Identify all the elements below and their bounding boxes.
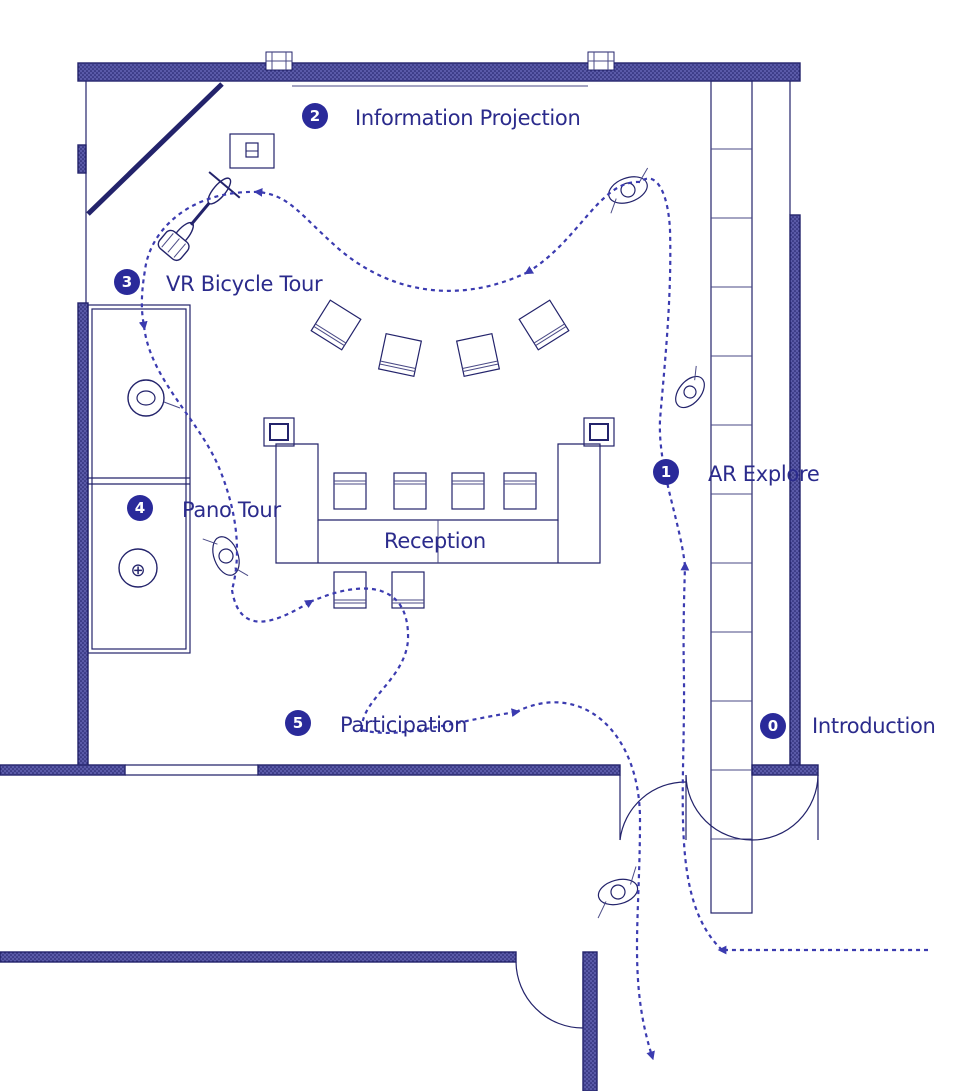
visitor-icon xyxy=(597,866,639,919)
projection-screen xyxy=(86,82,227,219)
visitor-figures xyxy=(127,167,705,919)
station-5: 5 Participation xyxy=(285,710,468,737)
top-wall xyxy=(77,62,801,82)
wall-cabinet xyxy=(710,80,753,914)
visitor-icon xyxy=(675,365,705,409)
top-windows xyxy=(265,51,615,87)
projector-icon xyxy=(229,133,275,169)
right-wall xyxy=(789,214,801,774)
station-label-participation: Participation xyxy=(340,713,467,737)
visitor-path xyxy=(138,177,929,1061)
station-label-vr-bicycle-tour: VR Bicycle Tour xyxy=(166,272,323,296)
station-badge xyxy=(302,103,328,129)
visitor-icon xyxy=(202,536,249,577)
reception-label: Reception xyxy=(384,529,486,553)
pano-booths: ⊕ xyxy=(87,304,191,654)
walls xyxy=(0,62,819,1091)
vr-bicycle-icon xyxy=(157,171,241,262)
audience-chairs xyxy=(310,299,570,378)
station-label-information-projection: Information Projection xyxy=(355,106,580,130)
lower-corridor-wall xyxy=(0,951,517,963)
left-wall xyxy=(77,302,89,774)
thin-wall-lines xyxy=(85,81,791,840)
left-wall-upper-stub xyxy=(77,144,87,174)
station-0: 0 Introduction xyxy=(760,713,936,739)
station-number: 2 xyxy=(310,107,320,125)
station-badge xyxy=(127,495,153,521)
svg-text:⊕: ⊕ xyxy=(130,560,145,581)
reception-desk xyxy=(263,417,615,564)
lower-right-wall xyxy=(582,951,598,1091)
station-badge xyxy=(653,459,679,485)
station-badge xyxy=(285,710,311,736)
station-number: 0 xyxy=(768,717,778,735)
visitor-icon xyxy=(608,167,649,214)
station-number: 3 xyxy=(122,273,132,291)
station-4: 4 Pano Tour xyxy=(127,495,282,522)
station-number: 5 xyxy=(293,714,303,732)
station-1: 1 AR Explore xyxy=(653,459,820,486)
station-2: 2 Information Projection xyxy=(302,103,581,130)
visitor-icon xyxy=(127,379,181,417)
station-label-ar-explore: AR Explore xyxy=(708,462,819,486)
bottom-wall-mid xyxy=(257,764,621,776)
station-3: 3 VR Bicycle Tour xyxy=(114,269,323,296)
doors xyxy=(515,774,819,1029)
station-number: 1 xyxy=(661,463,671,481)
station-label-pano-tour: Pano Tour xyxy=(182,498,281,522)
station-label-introduction: Introduction xyxy=(812,714,936,738)
station-badge xyxy=(114,269,140,295)
bottom-wall-right-stub xyxy=(751,764,819,776)
station-number: 4 xyxy=(135,499,145,517)
bottom-wall-left xyxy=(0,764,126,776)
station-badge xyxy=(760,713,786,739)
